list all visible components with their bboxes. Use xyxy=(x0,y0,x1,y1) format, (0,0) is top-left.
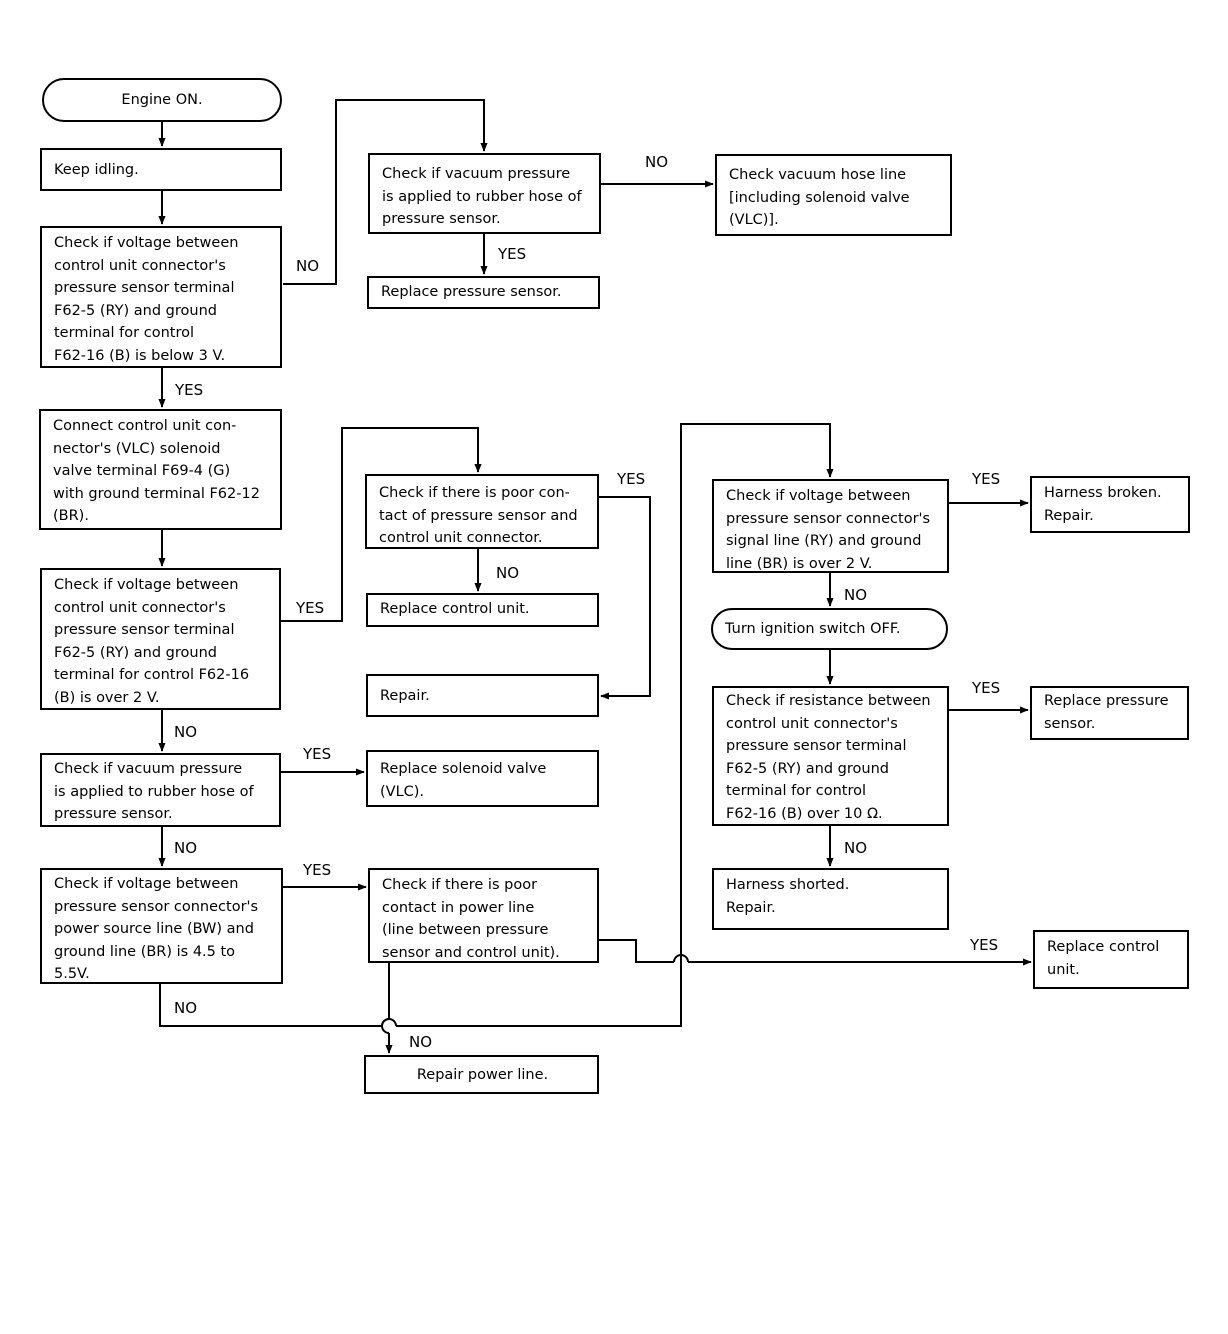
label-yes-resistance: YES xyxy=(972,679,1001,697)
label-no-vacuum-lower: NO xyxy=(174,839,198,857)
label-no-power-line: NO xyxy=(409,1033,433,1051)
label-yes-vacuum-top: YES xyxy=(498,245,527,263)
label-no-over-2v: NO xyxy=(174,723,198,741)
harness-broken-repair: Harness broken. Repair. xyxy=(1030,476,1190,533)
start-engine-on: Engine ON. xyxy=(42,78,282,122)
check-vacuum-hose-line: Check vacuum hose line [including soleno… xyxy=(715,154,952,236)
label-yes-power-line: YES xyxy=(970,936,999,954)
label-no-poor-contact: NO xyxy=(496,564,520,582)
label-yes-over-2v: YES xyxy=(296,599,325,617)
check-voltage-over-2v: Check if voltage between control unit co… xyxy=(40,568,281,710)
label-yes-signal-voltage: YES xyxy=(972,470,1001,488)
turn-ignition-off: Turn ignition switch OFF. xyxy=(711,608,948,650)
label-no-resistance: NO xyxy=(844,839,868,857)
label-no-vacuum-top: NO xyxy=(645,153,669,171)
label-yes-poor-contact: YES xyxy=(617,470,646,488)
harness-shorted-repair: Harness shorted. Repair. xyxy=(712,868,949,930)
check-vacuum-lower: Check if vacuum pressure is applied to r… xyxy=(40,753,281,827)
repair-mid: Repair. xyxy=(366,674,599,717)
check-vacuum-top: Check if vacuum pressure is applied to r… xyxy=(368,153,601,234)
replace-control-unit-mid: Replace control unit. xyxy=(366,593,599,627)
replace-control-unit-right: Replace control unit. xyxy=(1033,930,1189,989)
replace-pressure-sensor-top: Replace pressure sensor. xyxy=(367,276,600,309)
check-poor-contact-power-line: Check if there is poor contact in power … xyxy=(368,868,599,963)
label-yes-vacuum-lower: YES xyxy=(303,745,332,763)
keep-idling-step: Keep idling. xyxy=(40,148,282,191)
label-no-below-3v: NO xyxy=(296,257,320,275)
label-yes-power-source: YES xyxy=(303,861,332,879)
repair-power-line: Repair power line. xyxy=(364,1055,599,1094)
replace-pressure-sensor-right: Replace pressure sensor. xyxy=(1030,686,1189,740)
label-no-power-source: NO xyxy=(174,999,198,1017)
label-no-signal-voltage: NO xyxy=(844,586,868,604)
check-power-source-voltage: Check if voltage between pressure sensor… xyxy=(40,868,283,984)
label-yes-below-3v: YES xyxy=(175,381,204,399)
check-poor-contact-connector: Check if there is poor con- tact of pres… xyxy=(365,474,599,549)
connect-vlc-solenoid: Connect control unit con- nector's (VLC)… xyxy=(39,409,282,530)
check-signal-line-voltage: Check if voltage between pressure sensor… xyxy=(712,479,949,573)
replace-solenoid-valve: Replace solenoid valve (VLC). xyxy=(366,750,599,807)
check-resistance-over-10-ohm: Check if resistance between control unit… xyxy=(712,686,949,826)
check-voltage-below-3v: Check if voltage between control unit co… xyxy=(40,226,282,368)
